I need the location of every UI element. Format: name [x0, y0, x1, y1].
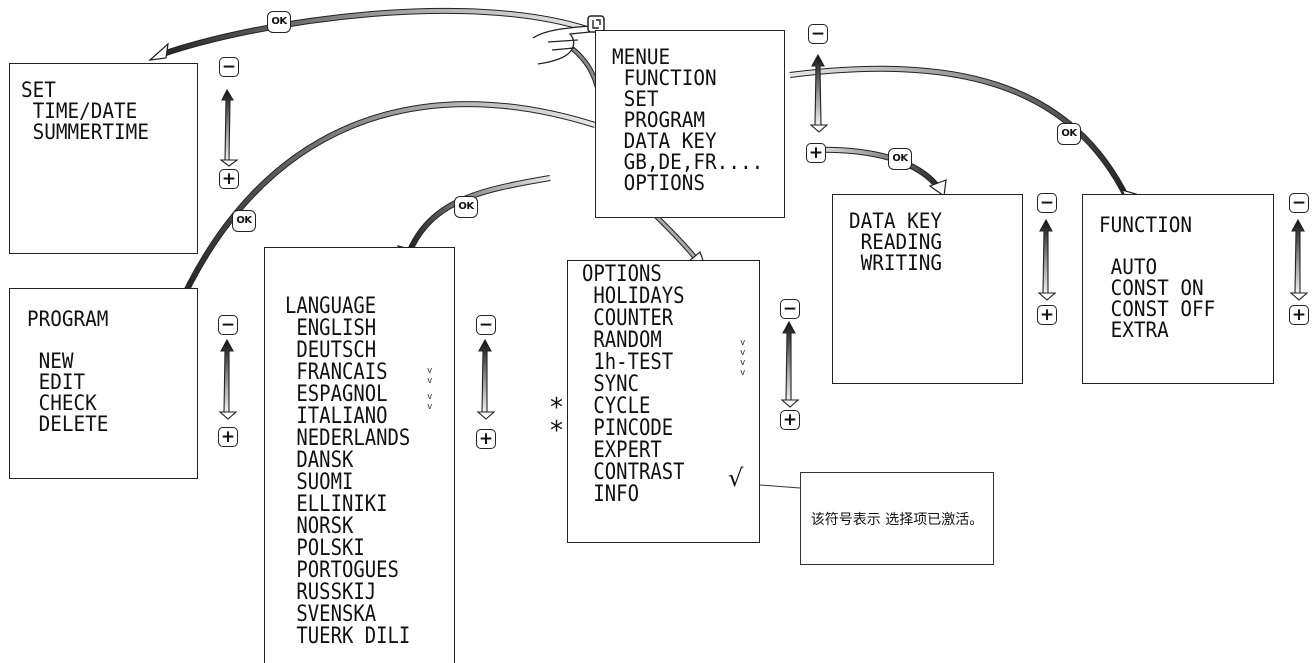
minus-button-icon[interactable]: − — [1289, 193, 1309, 213]
menu-line: SET — [612, 89, 763, 110]
options-menu-box: OPTIONS HOLIDAYS COUNTER RANDOM 1h-TEST … — [567, 260, 760, 543]
note-text: 该符号表示 选择项已激活。 — [801, 509, 993, 529]
ok-button-icon[interactable]: OK — [232, 210, 256, 232]
datakey-menu-lines: DATA KEY READING WRITING — [849, 211, 942, 274]
menu-line: TIME/DATE — [21, 101, 149, 122]
menu-line: DANSK — [285, 450, 410, 472]
menu-line: PROGRAM — [612, 110, 763, 131]
ok-button-icon[interactable]: OK — [1057, 123, 1081, 145]
menu-line: CONST OFF — [1099, 299, 1215, 320]
menu-line: POLSKI — [285, 538, 410, 560]
plus-button-icon[interactable]: + — [806, 143, 826, 163]
menu-line: SYNC — [582, 374, 685, 396]
menu-line: DATA KEY — [612, 131, 763, 152]
ok-button-icon[interactable]: OK — [267, 11, 291, 33]
menu-line: CONST ON — [1099, 278, 1215, 299]
menu-line: RANDOM — [582, 330, 685, 352]
minus-button-icon[interactable]: − — [218, 315, 238, 335]
menu-line: CYCLE — [582, 396, 685, 418]
main-menu-box: MENUE FUNCTION SET PROGRAM DATA KEY GB,D… — [595, 30, 785, 218]
ok-button-icon[interactable]: OK — [888, 148, 912, 170]
minus-button-icon[interactable]: − — [780, 299, 800, 319]
function-menu-lines: FUNCTION AUTO CONST ON CONST OFF EXTRA — [1099, 215, 1215, 341]
plus-button-icon[interactable]: + — [476, 429, 496, 449]
menu-line: TUERK DILI — [285, 626, 410, 648]
plus-button-icon[interactable]: + — [1037, 305, 1057, 325]
language-menu-box: LANGUAGE ENGLISH DEUTSCH FRANCAIS ESPAGN… — [264, 247, 455, 663]
menu-line: NEW — [27, 351, 108, 372]
set-menu-box: SET TIME/DATE SUMMERTIME — [9, 63, 198, 254]
set-menu-lines: SET TIME/DATE SUMMERTIME — [21, 80, 149, 143]
menu-line: SUMMERTIME — [21, 122, 149, 143]
arrow-head-set — [150, 44, 168, 60]
menu-line: HOLIDAYS — [582, 286, 685, 308]
menu-line: PORTOGUES — [285, 560, 410, 582]
menu-line: DELETE — [27, 414, 108, 435]
menu-line: RUSSKIJ — [285, 582, 410, 604]
menu-line: SET — [21, 80, 149, 101]
plus-button-icon[interactable]: + — [219, 169, 239, 189]
menu-line: 1h-TEST — [582, 352, 685, 374]
menu-line: EDIT — [27, 372, 108, 393]
menu-line: OPTIONS — [582, 264, 685, 286]
plus-button-icon[interactable]: + — [218, 427, 238, 447]
plus-button-icon[interactable]: + — [1289, 305, 1309, 325]
minus-button-icon[interactable]: − — [1037, 193, 1057, 213]
menu-line: ELLINIKI — [285, 494, 410, 516]
menu-line: AUTO — [1099, 257, 1215, 278]
dotted-marker: v v — [427, 392, 432, 412]
menu-line: EXTRA — [1099, 320, 1215, 341]
check-icon: √ — [728, 466, 743, 490]
menu-line: FRANCAIS — [285, 362, 410, 384]
program-menu-lines: PROGRAM NEW EDIT CHECK DELETE — [27, 309, 108, 435]
menu-line: LANGUAGE — [285, 296, 410, 318]
menu-line: PROGRAM — [27, 309, 108, 330]
menu-line: EXPERT — [582, 440, 685, 462]
minus-button-icon[interactable]: − — [219, 57, 239, 77]
ok-button-icon[interactable]: OK — [454, 196, 478, 218]
menu-line — [27, 330, 108, 351]
dotted-marker: v v — [427, 366, 432, 386]
menu-line: SUOMI — [285, 472, 410, 494]
note-box: 该符号表示 选择项已激活。 — [800, 472, 994, 565]
menu-line: COUNTER — [582, 308, 685, 330]
menu-line: SVENSKA — [285, 604, 410, 626]
menu-line: MENUE — [612, 47, 763, 68]
options-menu-lines: OPTIONS HOLIDAYS COUNTER RANDOM 1h-TEST … — [582, 264, 685, 506]
main-menu-lines: MENUE FUNCTION SET PROGRAM DATA KEY GB,D… — [612, 47, 763, 194]
menu-line: CHECK — [27, 393, 108, 414]
minus-button-icon[interactable]: − — [808, 24, 828, 44]
arrow-to-language-outline — [408, 178, 550, 255]
menu-line — [1099, 236, 1215, 257]
menu-line: DEUTSCH — [285, 340, 410, 362]
function-menu-box: FUNCTION AUTO CONST ON CONST OFF EXTRA — [1082, 194, 1274, 384]
star-marker: * — [550, 418, 563, 444]
plus-button-icon[interactable]: + — [780, 410, 800, 430]
menu-line: FUNCTION — [612, 68, 763, 89]
menu-line: ESPAGNOL — [285, 384, 410, 406]
minus-button-icon[interactable]: − — [476, 315, 496, 335]
menu-line: GB,DE,FR.... — [612, 152, 763, 173]
menu-line: FUNCTION — [1099, 215, 1215, 236]
menu-line: OPTIONS — [612, 173, 763, 194]
menu-line: INFO — [582, 484, 685, 506]
menu-line: ITALIANO — [285, 406, 410, 428]
datakey-menu-box: DATA KEY READING WRITING — [832, 194, 1023, 384]
language-menu-lines: LANGUAGE ENGLISH DEUTSCH FRANCAIS ESPAGN… — [285, 296, 410, 648]
menu-line: NORSK — [285, 516, 410, 538]
arrow-to-language — [408, 178, 550, 255]
program-menu-box: PROGRAM NEW EDIT CHECK DELETE — [9, 288, 198, 479]
menu-line: PINCODE — [582, 418, 685, 440]
menu-line: WRITING — [849, 253, 942, 274]
menu-line: NEDERLANDS — [285, 428, 410, 450]
dotted-marker: v v v v — [740, 338, 745, 378]
menu-line: READING — [849, 232, 942, 253]
arrow-to-set — [160, 11, 590, 55]
menu-line: ENGLISH — [285, 318, 410, 340]
arrow-to-datakey — [810, 150, 940, 190]
menu-line: CONTRAST — [582, 462, 685, 484]
menu-line: DATA KEY — [849, 211, 942, 232]
